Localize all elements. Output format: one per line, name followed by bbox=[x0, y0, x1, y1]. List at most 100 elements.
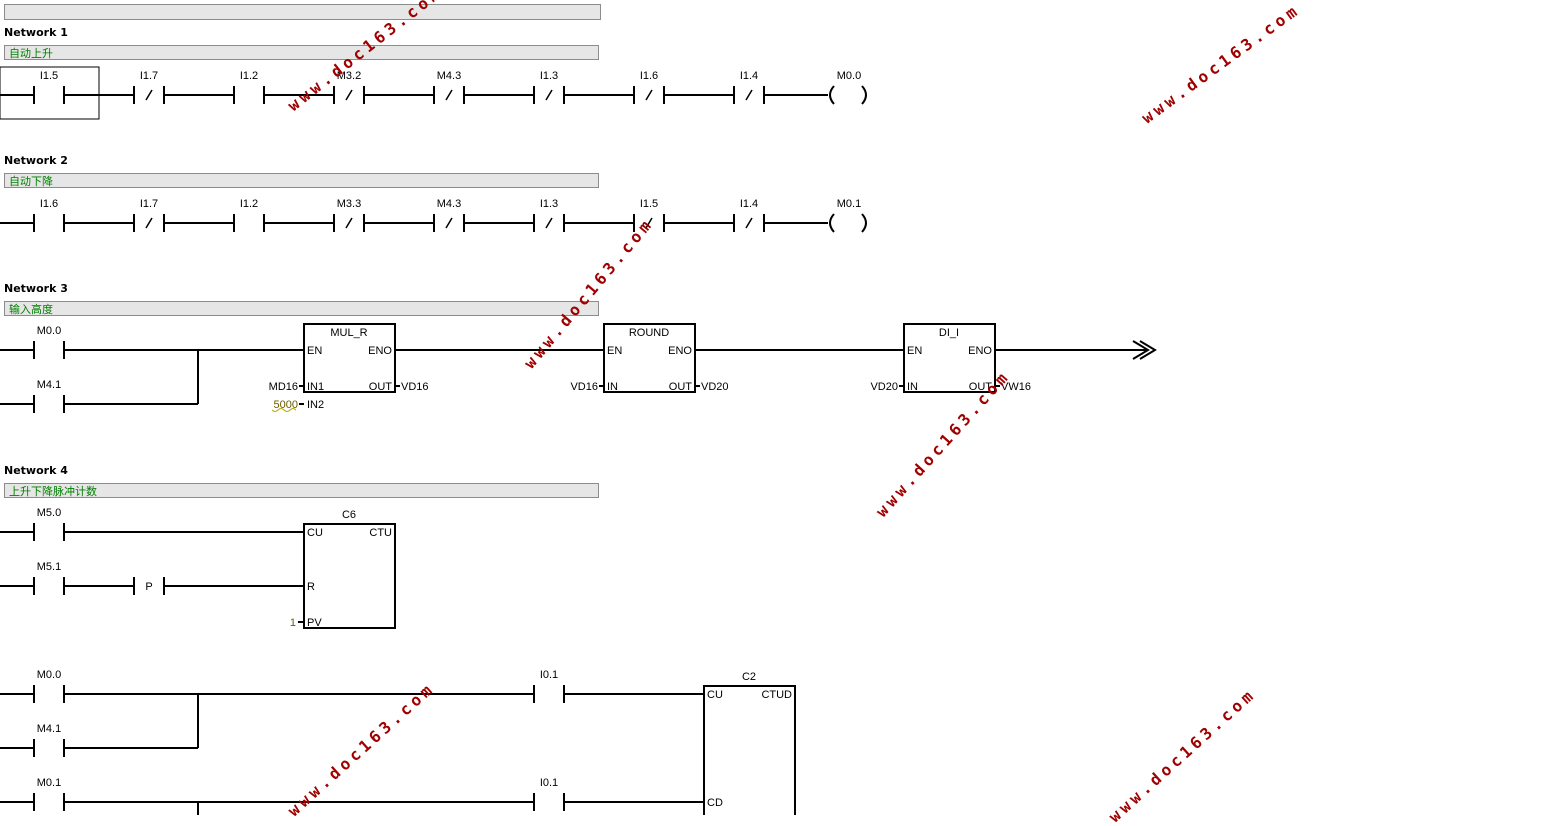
contact-I1-6[interactable]: I1.6 bbox=[33, 198, 65, 232]
contact-I1-5[interactable]: I1.5 bbox=[33, 70, 65, 104]
positive-transition[interactable]: P bbox=[133, 577, 165, 595]
network-3-comment[interactable]: 输入高度 bbox=[4, 301, 599, 316]
param-out: VW16 bbox=[1001, 381, 1031, 393]
contact-I1-7[interactable]: I1.7 bbox=[133, 70, 165, 104]
param-in1: MD16 bbox=[269, 381, 298, 393]
svg-text:I1.2: I1.2 bbox=[240, 198, 258, 210]
network-1-title[interactable]: Network 1 bbox=[4, 26, 68, 39]
param-in2: 5000 bbox=[274, 399, 298, 411]
pin-eno: ENO bbox=[968, 345, 992, 357]
pin-in2: IN2 bbox=[307, 399, 324, 411]
contact-I1-5[interactable]: I1.5 bbox=[633, 198, 665, 232]
svg-text:P: P bbox=[145, 581, 152, 593]
contact-m4-1[interactable]: M4.1 bbox=[33, 379, 65, 413]
contact-m5-1[interactable]: M5.1 bbox=[33, 561, 65, 595]
svg-text:M0.0: M0.0 bbox=[37, 325, 61, 337]
pin-cu: CU bbox=[707, 689, 723, 701]
pin-cd: CD bbox=[707, 797, 723, 809]
network-1-comment[interactable]: 自动上升 bbox=[4, 45, 599, 60]
pin-eno: ENO bbox=[368, 345, 392, 357]
svg-text:M4.3: M4.3 bbox=[437, 198, 461, 210]
pin-out: OUT bbox=[969, 381, 993, 393]
contact-M3-3[interactable]: M3.3 bbox=[333, 198, 365, 232]
pin-cu: CU bbox=[307, 527, 323, 539]
coil-right bbox=[861, 213, 867, 233]
contact-i0-1[interactable]: I0.1 bbox=[533, 669, 565, 703]
contact-M4-3[interactable]: M4.3 bbox=[433, 198, 465, 232]
svg-text:I1.6: I1.6 bbox=[640, 70, 658, 82]
pin-en: EN bbox=[607, 345, 622, 357]
contact-m0-0[interactable]: M0.0 bbox=[33, 669, 65, 703]
pin-r: R bbox=[307, 581, 315, 593]
selection-box[interactable] bbox=[0, 66, 100, 120]
function-block-round[interactable] bbox=[603, 323, 696, 393]
coil-left bbox=[829, 213, 835, 233]
contact-I1-4[interactable]: I1.4 bbox=[733, 198, 765, 232]
param-pv: 1 bbox=[290, 617, 296, 629]
contact-m0-0[interactable]: M0.0 bbox=[33, 325, 65, 359]
contact-I1-3[interactable]: I1.3 bbox=[533, 198, 565, 232]
svg-text:I1.6: I1.6 bbox=[40, 198, 58, 210]
coil-label: M0.1 bbox=[837, 198, 861, 210]
contact-I1-2[interactable]: I1.2 bbox=[233, 198, 265, 232]
continuation-arrow bbox=[1132, 340, 1157, 360]
pin-en: EN bbox=[907, 345, 922, 357]
param-out: VD20 bbox=[701, 381, 729, 393]
pin-pv: PV bbox=[307, 617, 322, 629]
pin-in: IN bbox=[907, 381, 918, 393]
contact-m0-1[interactable]: M0.1 bbox=[33, 777, 65, 811]
param-in: VD20 bbox=[870, 381, 898, 393]
network-2-comment[interactable]: 自动下降 bbox=[4, 173, 599, 188]
svg-text:I1.5: I1.5 bbox=[40, 70, 58, 82]
contact-I1-3[interactable]: I1.3 bbox=[533, 70, 565, 104]
contact-I1-2[interactable]: I1.2 bbox=[233, 70, 265, 104]
svg-text:M0.0: M0.0 bbox=[37, 669, 61, 681]
svg-text:I1.5: I1.5 bbox=[640, 198, 658, 210]
pin-in: IN bbox=[607, 381, 618, 393]
param-in: VD16 bbox=[570, 381, 598, 393]
coil-left bbox=[829, 85, 835, 105]
counter-label: C6 bbox=[342, 509, 356, 521]
svg-text:M3.2: M3.2 bbox=[337, 70, 361, 82]
pin-out: OUT bbox=[669, 381, 693, 393]
function-block-mul_r[interactable] bbox=[303, 323, 396, 393]
block-name: ROUND bbox=[629, 327, 669, 339]
counter-type: CTUD bbox=[761, 689, 792, 701]
svg-text:M4.1: M4.1 bbox=[37, 379, 61, 391]
counter-label: C2 bbox=[742, 671, 756, 683]
contact-m5-0[interactable]: M5.0 bbox=[33, 507, 65, 541]
network-4-title[interactable]: Network 4 bbox=[4, 464, 68, 477]
svg-text:I1.7: I1.7 bbox=[140, 70, 158, 82]
counter-c6[interactable] bbox=[303, 523, 396, 629]
warning-underline bbox=[271, 408, 297, 412]
network-3-title[interactable]: Network 3 bbox=[4, 282, 68, 295]
network-2-title[interactable]: Network 2 bbox=[4, 154, 68, 167]
contact-I1-7[interactable]: I1.7 bbox=[133, 198, 165, 232]
coil-label: M0.0 bbox=[837, 70, 861, 82]
svg-text:M5.0: M5.0 bbox=[37, 507, 61, 519]
function-block-di_i[interactable] bbox=[903, 323, 996, 393]
svg-text:M3.3: M3.3 bbox=[337, 198, 361, 210]
svg-text:I1.4: I1.4 bbox=[740, 70, 758, 82]
param-out: VD16 bbox=[401, 381, 429, 393]
svg-text:M0.1: M0.1 bbox=[37, 777, 61, 789]
svg-text:M4.3: M4.3 bbox=[437, 70, 461, 82]
counter-c2[interactable] bbox=[703, 685, 796, 815]
block-name: DI_I bbox=[939, 327, 959, 339]
contact-m4-1[interactable]: M4.1 bbox=[33, 723, 65, 757]
pin-eno: ENO bbox=[668, 345, 692, 357]
contact-I1-4[interactable]: I1.4 bbox=[733, 70, 765, 104]
svg-text:I1.7: I1.7 bbox=[140, 198, 158, 210]
counter-type: CTU bbox=[369, 527, 392, 539]
block-name: MUL_R bbox=[330, 327, 367, 339]
pin-en: EN bbox=[307, 345, 322, 357]
network-4-comment[interactable]: 上升下降脉冲计数 bbox=[4, 483, 599, 498]
top-comment-bar bbox=[4, 4, 601, 20]
svg-text:M5.1: M5.1 bbox=[37, 561, 61, 573]
svg-text:I0.1: I0.1 bbox=[540, 777, 558, 789]
svg-text:I1.3: I1.3 bbox=[540, 198, 558, 210]
contact-M4-3[interactable]: M4.3 bbox=[433, 70, 465, 104]
contact-I1-6[interactable]: I1.6 bbox=[633, 70, 665, 104]
contact-i0-1[interactable]: I0.1 bbox=[533, 777, 565, 811]
